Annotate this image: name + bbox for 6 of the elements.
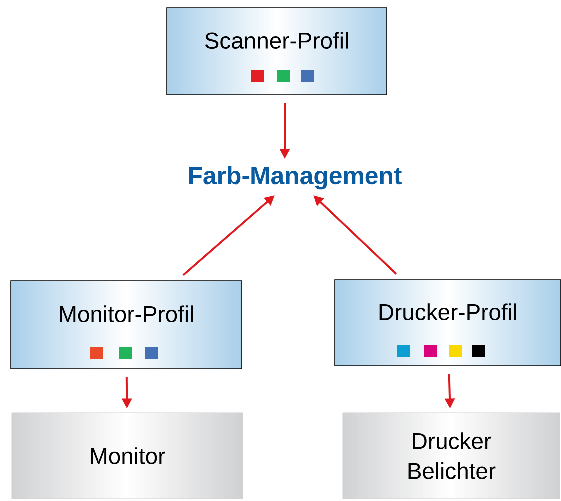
device-box: Drucker Belichter [342,412,560,500]
profile-box: Monitor-Profil [10,280,242,370]
profile-box: Drucker-Profil [334,280,561,366]
profile-box: Scanner-Profil [166,8,388,96]
device-box: Monitor [12,412,244,500]
heading-text: Farb-Management [189,166,402,190]
